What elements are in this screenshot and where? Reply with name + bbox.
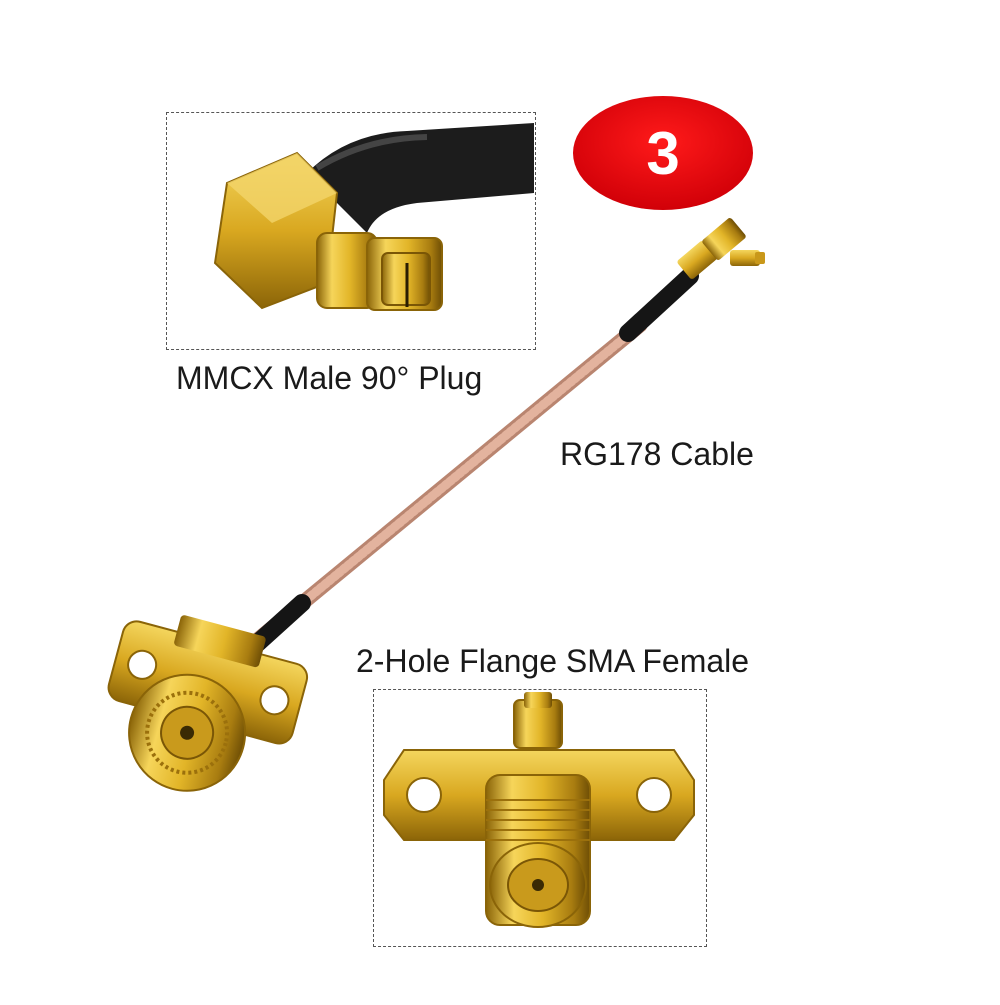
- number-badge: [573, 96, 753, 210]
- sma-label: 2-Hole Flange SMA Female: [356, 643, 750, 679]
- mmcx-connector-icon: [213, 123, 534, 311]
- mmcx-small-connector: [677, 218, 765, 279]
- sma-main-connector: [107, 615, 309, 792]
- sma-inset: [373, 689, 707, 947]
- sma-flange-connector-icon: [383, 692, 695, 928]
- badge-number: 3: [646, 119, 680, 187]
- mmcx-label: MMCX Male 90° Plug: [176, 360, 483, 396]
- mmcx-inset: [166, 112, 536, 350]
- cable-label: RG178 Cable: [560, 436, 754, 472]
